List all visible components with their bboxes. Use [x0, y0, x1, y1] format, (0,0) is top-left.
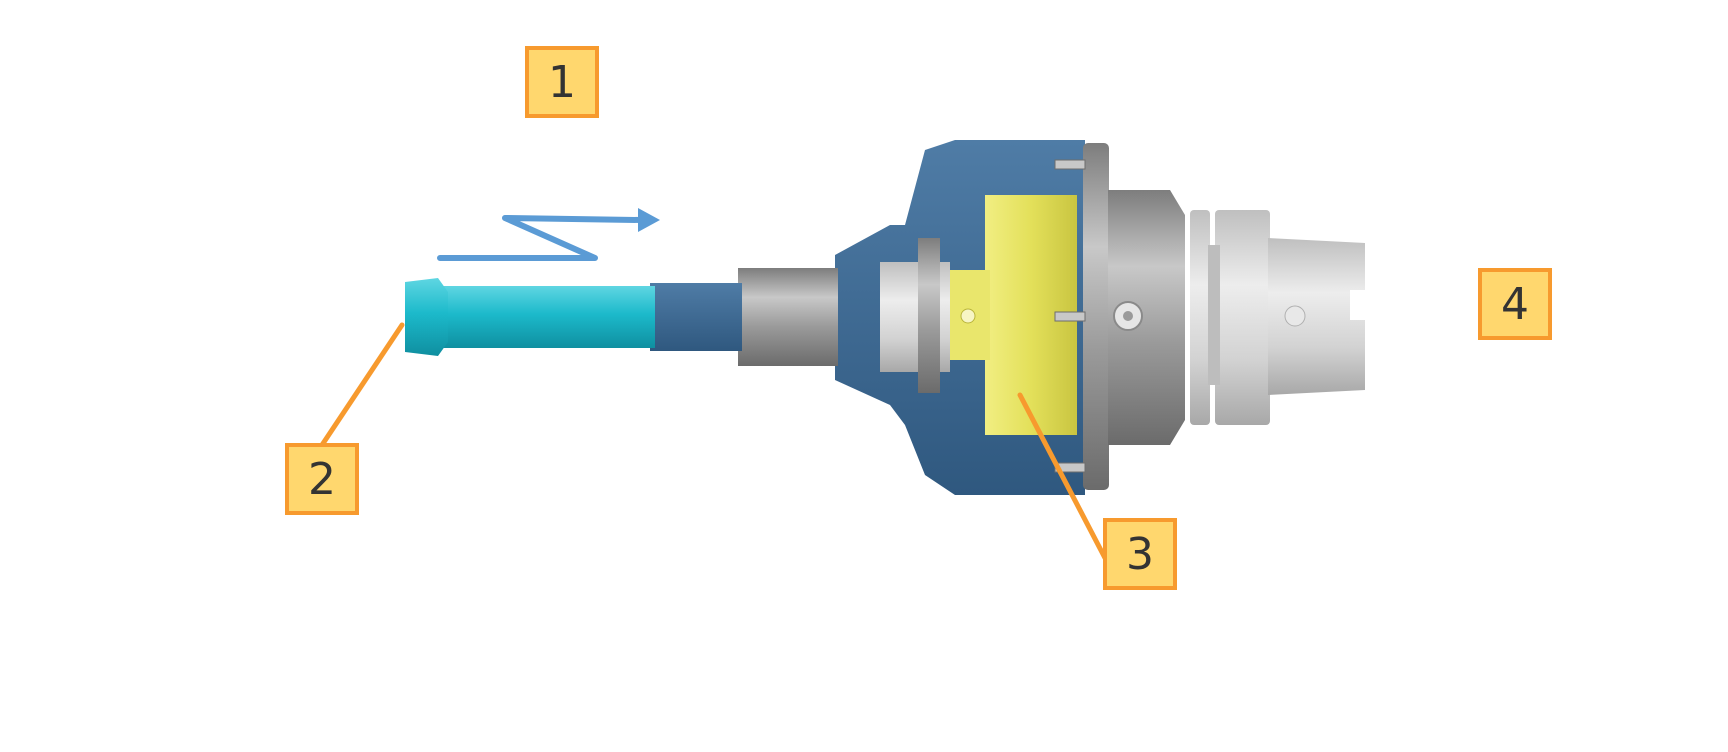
leader-line-2	[319, 322, 405, 448]
tool-body	[440, 286, 655, 348]
steel-body	[1108, 190, 1185, 445]
holder-taper	[1268, 238, 1365, 395]
holder-hole	[1284, 305, 1306, 327]
screw-top	[1054, 159, 1086, 170]
holder-neck	[1208, 245, 1220, 385]
holder-ring-1	[1190, 210, 1210, 425]
callout-3: 3	[1103, 518, 1177, 590]
screw-mid	[1054, 311, 1086, 322]
callout-2: 2	[285, 443, 359, 515]
flange-plate	[1083, 143, 1109, 490]
blue-shaft	[650, 283, 742, 351]
holder-ring-2	[1215, 210, 1270, 425]
callout-4: 4	[1478, 268, 1552, 340]
gray-shank	[738, 268, 838, 366]
tool-tip	[405, 278, 448, 356]
tool-holder-shank	[1190, 210, 1365, 425]
yellow-core-pin	[960, 308, 976, 324]
leader-line-3	[1017, 392, 1108, 561]
inner-collar-ring	[918, 238, 940, 393]
zigzag-arrow-icon	[437, 208, 660, 261]
cutting-tool	[405, 278, 655, 356]
callout-1: 1	[525, 46, 599, 118]
